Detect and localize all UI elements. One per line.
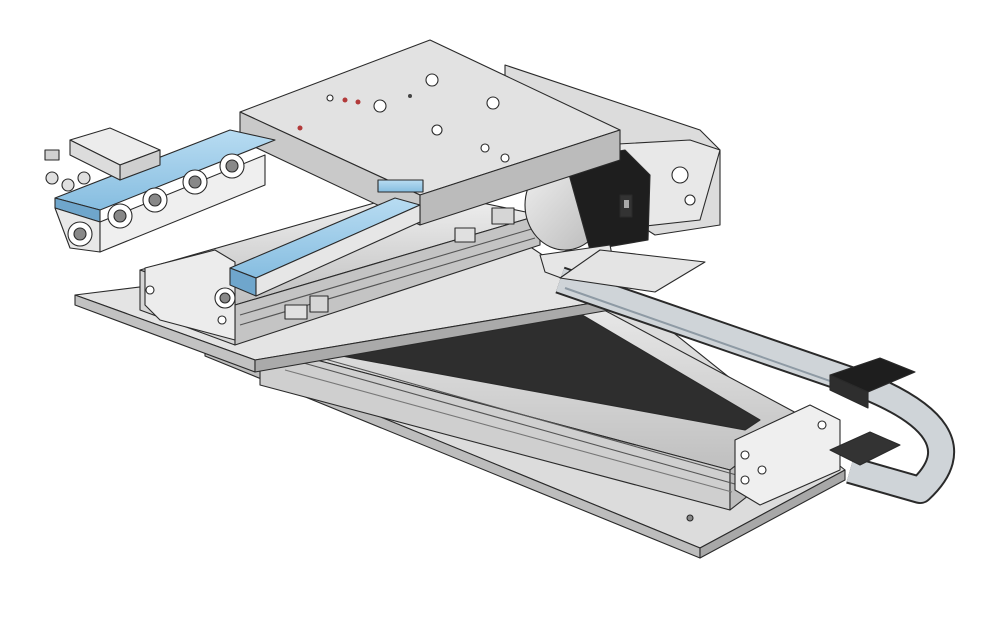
wheel-icon [142,187,168,213]
cable-chain-mount-upper [829,357,916,409]
roller-wheel-row [67,153,245,309]
pneumatic-block [44,127,161,192]
wheel-icon [219,153,245,179]
blue-guide-rail-front [229,179,424,297]
cable-chain-mount-lower [829,431,901,466]
bolt-hole-icon [425,73,439,87]
air-fitting-icon [44,149,91,192]
wheel-icon [67,221,93,247]
wheel-icon [182,169,208,195]
servo-motor [524,149,651,251]
wheel-icon [214,287,236,309]
chain-bracket-plate [559,249,706,293]
wheel-icon [107,203,133,229]
top-plate [239,39,621,226]
connector-icon [284,207,515,320]
